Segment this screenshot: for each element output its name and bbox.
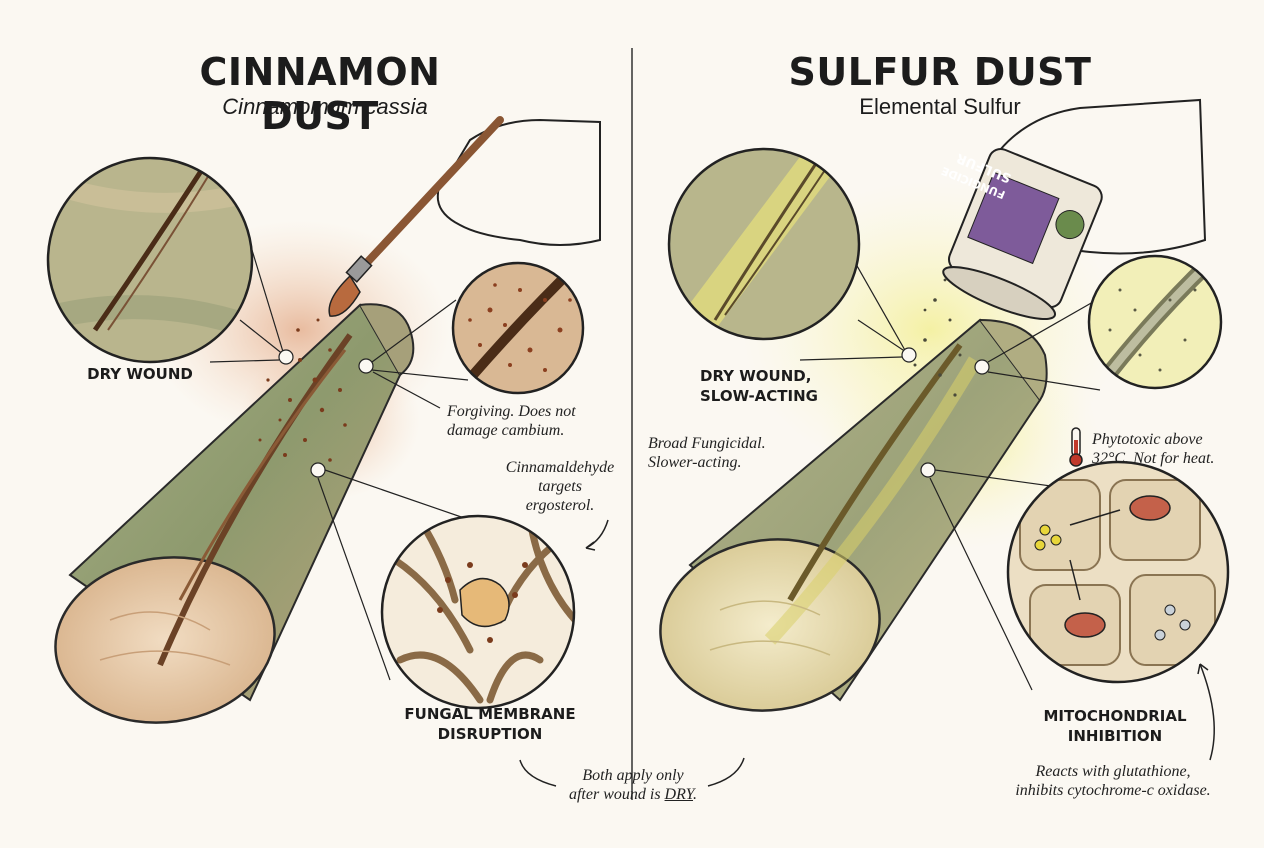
label-dry-wound-slow-acting: DRY WOUND, SLOW-ACTING: [700, 366, 830, 406]
cinnamon-branch: [54, 303, 415, 724]
label-dry-wound-line1: DRY WOUND,: [700, 367, 812, 385]
shared-note-bracket-right: [707, 757, 745, 787]
cinnamon-subtitle: Cinnamomum cassia: [222, 94, 428, 119]
label-membrane-line2: DISRUPTION: [437, 725, 543, 743]
shared-note-prefix: after wound is: [568, 786, 665, 803]
note-cinnamaldehyde-line2: targets: [538, 478, 582, 495]
note-cinnamaldehyde: Cinnamaldehyde targets ergosterol.: [496, 458, 624, 515]
sulfur-title: SULFUR DUST: [788, 50, 1092, 94]
note-forgiving-line1: Forgiving. Does not: [447, 403, 576, 420]
cinnamon-powder-specks: [258, 318, 347, 462]
thermometer-icon: [1069, 427, 1083, 467]
note-cinnamaldehyde-line1: Cinnamaldehyde: [505, 459, 615, 476]
note-forgiving-line2: damage cambium.: [447, 422, 565, 439]
note-cinnamaldehyde-line3: ergosterol.: [525, 497, 595, 514]
cinnamaldehyde-arrow: [585, 519, 609, 549]
note-phyto-line2: 32°C. Not for heat.: [1092, 450, 1215, 467]
label-membrane-line1: FUNGAL MEMBRANE: [404, 705, 576, 723]
label-mito-line1: MITOCHONDRIAL: [1043, 707, 1187, 725]
note-shared-dry: Both apply only after wound is DRY.: [548, 766, 718, 804]
zoom-powder-sulfur: [1087, 254, 1223, 390]
zoom-fungal-membrane: [380, 514, 576, 710]
note-phytotoxic: Phytotoxic above 32°C. Not for heat.: [1092, 430, 1257, 468]
shared-note-emphasis: DRY: [664, 786, 694, 803]
sulfur-callout-lines: [799, 249, 1101, 691]
label-fungal-membrane-disruption: FUNGAL MEMBRANE DISRUPTION: [390, 704, 590, 744]
cinnamon-callout-lines: [209, 249, 471, 681]
label-mitochondrial-inhibition: MITOCHONDRIAL INHIBITION: [1030, 706, 1200, 746]
label-dry-wound-line2: SLOW-ACTING: [700, 387, 818, 405]
label-mito-line2: INHIBITION: [1067, 727, 1163, 745]
note-reacts-line1: Reacts with glutathione,: [1035, 763, 1191, 780]
hand-with-brush-icon: [328, 116, 601, 317]
cinnamon-title: CINNAMON DUST: [199, 50, 441, 138]
mitochondria-arrow: [1199, 663, 1215, 761]
shared-note-suffix: .: [693, 786, 698, 803]
label-dry-wound: DRY WOUND: [87, 365, 193, 383]
shared-note-line2: after wound is DRY.: [548, 785, 718, 804]
sulfur-subtitle: Elemental Sulfur: [859, 94, 1021, 119]
shared-note-line1: Both apply only: [582, 767, 684, 784]
sulfur-branch: [659, 318, 1048, 712]
note-forgiving: Forgiving. Does not damage cambium.: [447, 402, 617, 440]
zoom-mitochondria: [1006, 460, 1230, 684]
note-phyto-line1: Phytotoxic above: [1092, 431, 1203, 448]
note-broad-line2: Slower-acting.: [648, 454, 742, 471]
note-reacts-line2: inhibits cytochrome-c oxidase.: [1015, 782, 1211, 799]
note-reacts-glutathione: Reacts with glutathione, inhibits cytoch…: [988, 762, 1238, 800]
shared-note-bracket-left: [519, 759, 557, 787]
zoom-dry-wound-sulfur: [667, 147, 861, 341]
note-broad-fungicidal: Broad Fungicidal. Slower-acting.: [648, 434, 798, 472]
zoom-powder-cinnamon: [451, 261, 585, 395]
note-broad-line1: Broad Fungicidal.: [648, 435, 766, 452]
